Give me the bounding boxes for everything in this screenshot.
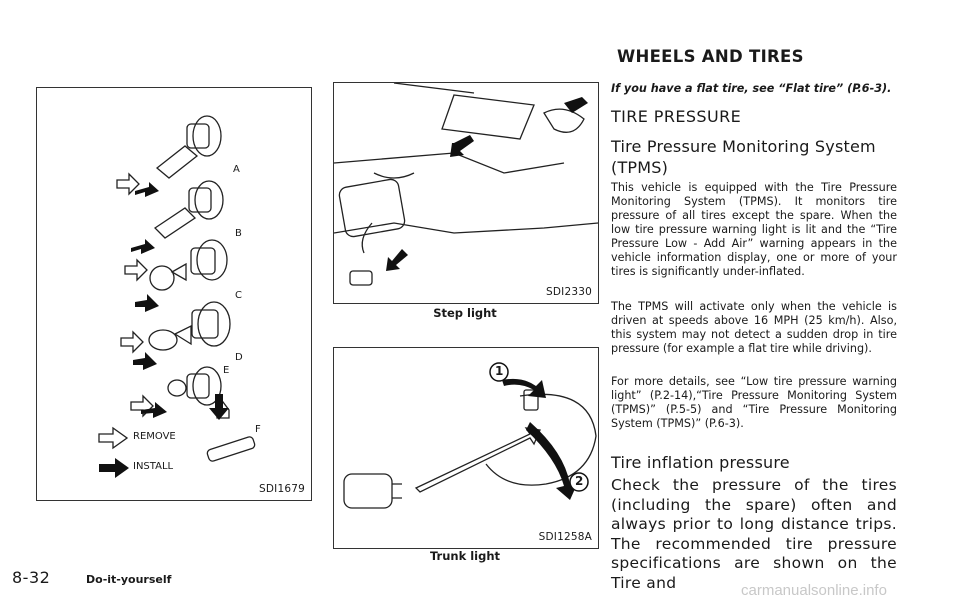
bulb-label-b: B: [235, 228, 242, 239]
watermark: carmanualsonline.info: [741, 582, 887, 599]
figure-code: SDI1679: [259, 483, 305, 495]
bulb-label-f: F: [255, 424, 261, 435]
step-light-illustration: [334, 83, 598, 286]
tpms-paragraph-1: This vehicle is equipped with the Tire P…: [611, 181, 897, 278]
bulb-label-a: A: [233, 164, 240, 175]
legend-install-label: INSTALL: [133, 461, 174, 472]
tpms-paragraph-2: The TPMS will activate only when the veh…: [611, 300, 897, 355]
legend-remove-label: REMOVE: [133, 431, 176, 442]
step-light-figure: SDI2330: [333, 82, 599, 304]
bulb-types-illustration: [98, 115, 256, 478]
marker-2: 2: [575, 474, 584, 488]
trunk-light-figure: 1 2 SDI1258A: [333, 347, 599, 549]
figure-code: SDI2330: [546, 286, 592, 298]
tire-pressure-heading: TIRE PRESSURE: [611, 107, 742, 126]
inflation-heading: Tire inflation pressure: [611, 453, 790, 472]
chapter-title: Do-it-yourself: [86, 573, 172, 586]
bulb-label-c: C: [235, 290, 242, 301]
page-number: 8-32: [12, 568, 51, 587]
tpms-heading: Tire Pressure Monitoring System (TPMS): [611, 137, 876, 177]
step-light-caption: Step light: [433, 306, 497, 320]
marker-1: 1: [495, 364, 504, 378]
tpms-paragraph-3: For more details, see “Low tire pressure…: [611, 375, 897, 430]
flat-tire-reference: If you have a flat tire, see “Flat tire”…: [611, 82, 892, 95]
bulb-label-e: E: [223, 365, 230, 376]
bulb-types-figure: A B C D E F REMOVE INSTALL SDI1679: [36, 87, 312, 501]
section-title: WHEELS AND TIRES: [617, 47, 804, 66]
trunk-light-illustration: [343, 362, 597, 509]
figure-code: SDI1258A: [538, 531, 592, 543]
inflation-paragraph: Check the pressure of the tires (includi…: [611, 476, 897, 592]
bulb-label-d: D: [235, 352, 243, 363]
trunk-light-caption: Trunk light: [429, 549, 501, 563]
